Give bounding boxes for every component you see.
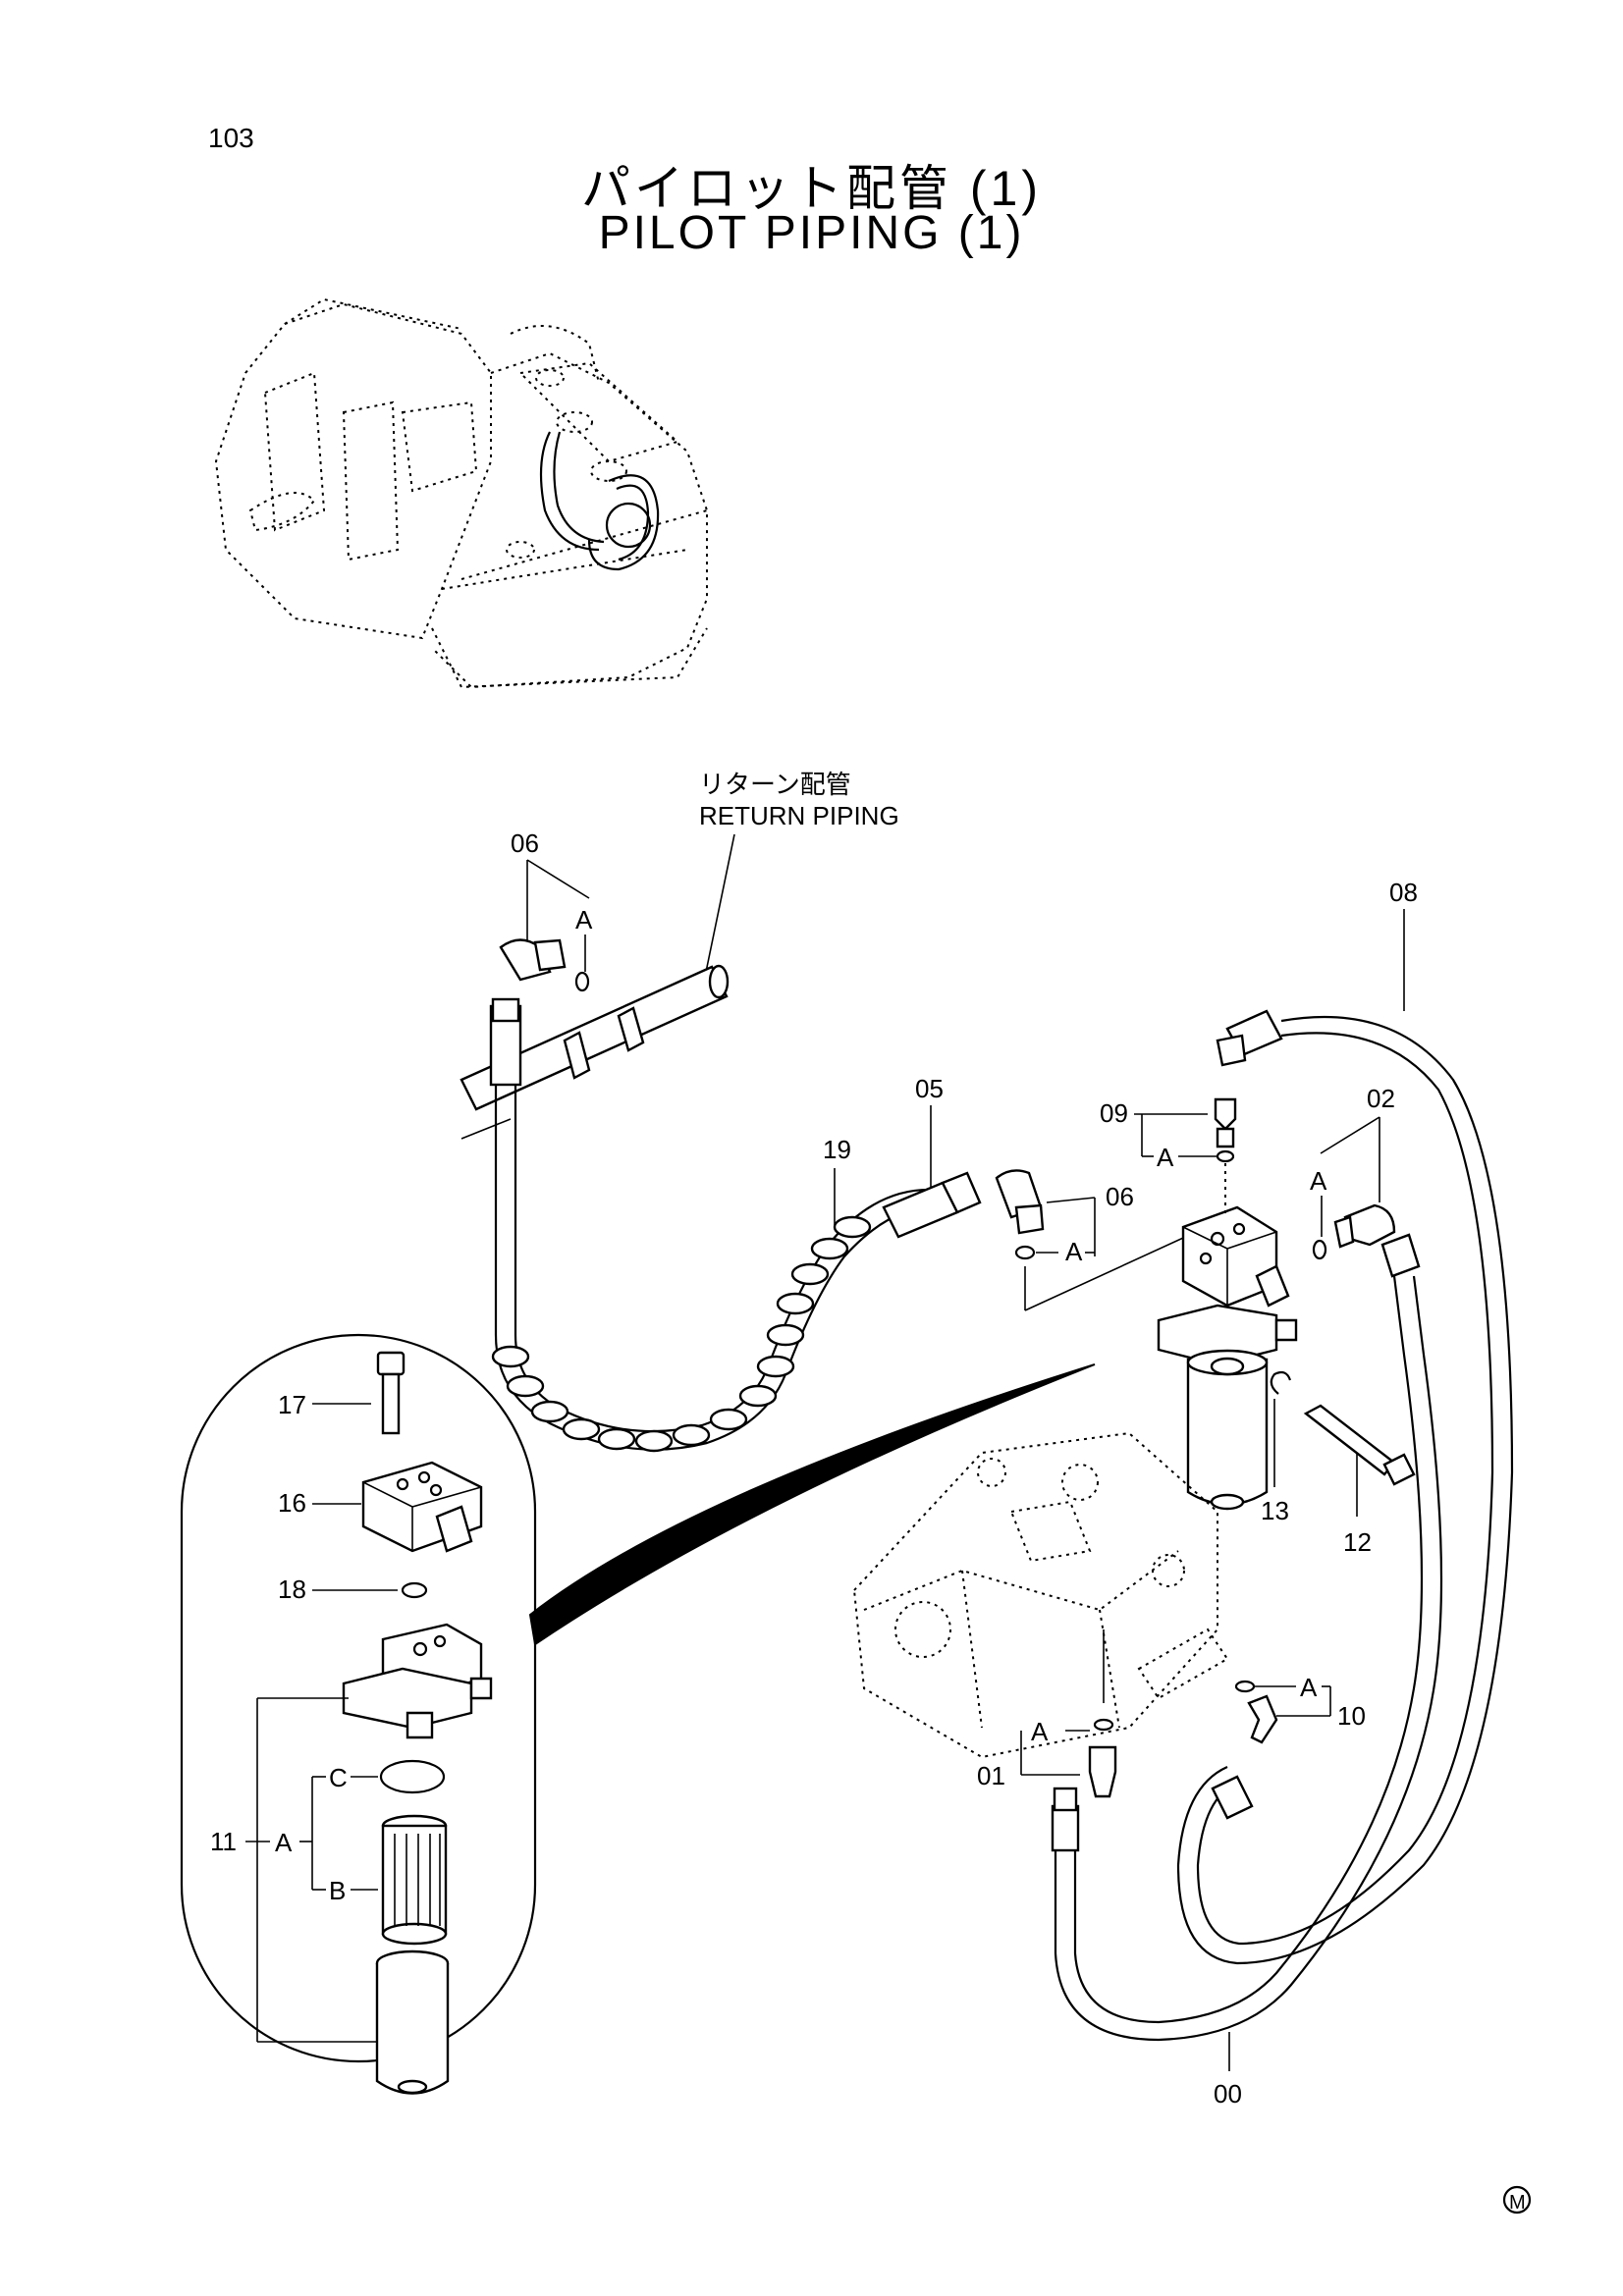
callout-12: 12 [1343,1527,1372,1557]
return-piping-en: RETURN PIPING [699,801,899,830]
callout-06-top: 06 [511,828,539,858]
callout-19-05: 19 05 [823,1074,944,1227]
hose-08: 08 [1176,878,1514,1965]
filter-assembly [1157,1205,1298,1511]
callout-19: 19 [823,1135,851,1164]
callout-05: 05 [915,1074,944,1103]
a-09: A [1157,1143,1174,1172]
callout-01-group: A 01 [977,1629,1117,1798]
callout-02-group: 02 A [1310,1084,1396,1260]
b-11: B [329,1876,346,1905]
callout-09: 09 [1100,1098,1128,1128]
callout-10: 10 [1337,1701,1366,1731]
return-piping: リターン配管 RETURN PIPING [460,770,899,1140]
title-english: PILOT PIPING (1) [598,207,1025,259]
callout-08: 08 [1389,878,1418,907]
callout-09-group: 09 A [1100,1097,1237,1217]
a-06-top: A [575,905,593,934]
page-number: 103 [208,123,254,153]
a-02: A [1310,1166,1327,1196]
callout-18: 18 [278,1575,306,1604]
return-piping-jp: リターン配管 [699,770,851,799]
callout-10-group: A 10 [1234,1673,1366,1744]
pilot-hose-19 [489,997,982,1453]
a-11: A [275,1828,293,1857]
callout-17: 17 [278,1390,306,1419]
a-06-mid: A [1065,1237,1083,1266]
callout-13-12: 13 12 [1261,1370,1416,1557]
excavator-overview [214,297,708,689]
a-10: A [1300,1673,1318,1702]
hose-00: 00 [1051,1233,1443,2109]
manufacturer-mark: M [1502,2185,1532,2215]
hydraulic-pump [852,1431,1229,1759]
mark-letter: M [1509,2192,1526,2214]
title-japanese: パイロット配管 (1) [581,161,1042,216]
callout-16: 16 [278,1488,306,1518]
c-11: C [329,1763,348,1792]
callout-11: 11 [210,1827,237,1856]
callout-00: 00 [1214,2079,1242,2109]
callout-13: 13 [1261,1496,1289,1525]
callout-06-mid: 06 [1106,1182,1134,1211]
callout-02: 02 [1367,1084,1395,1113]
callout-01: 01 [977,1761,1005,1790]
a-01: A [1031,1717,1049,1746]
callout-06-top-group: 06 A [499,828,593,992]
filter-detail-capsule: 17 16 18 11 [180,1333,1096,2095]
